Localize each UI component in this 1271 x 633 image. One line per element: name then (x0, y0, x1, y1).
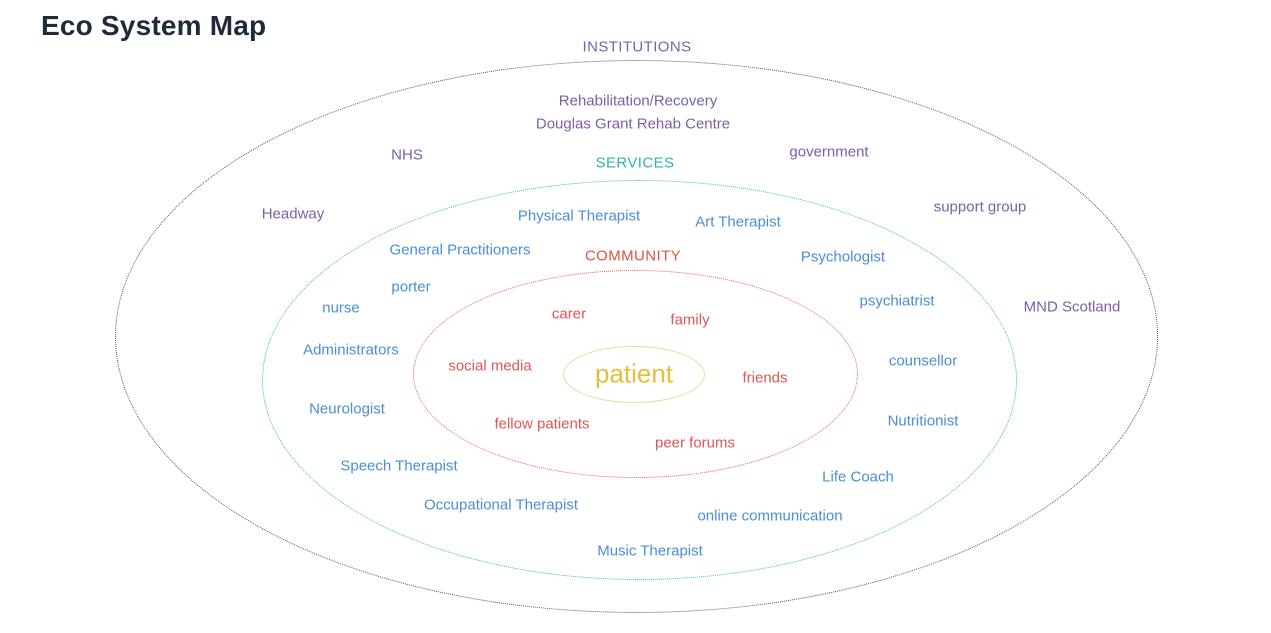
node-online-communication: online communication (697, 507, 843, 525)
node-support-group: support group (933, 198, 1027, 216)
node-nhs: NHS (391, 146, 423, 164)
node-music-therapist: Music Therapist (597, 542, 703, 560)
node-douglas-grant-rehab-centre: Douglas Grant Rehab Centre (535, 115, 731, 133)
node-psychiatrist: psychiatrist (859, 292, 935, 310)
node-friends: friends (742, 369, 788, 387)
node-nurse: nurse (322, 299, 360, 317)
node-family: family (670, 311, 710, 329)
node-occupational-therapist: Occupational Therapist (424, 496, 578, 514)
node-peer-forums: peer forums (654, 434, 736, 452)
patient-ellipse (563, 346, 705, 403)
node-carer: carer (551, 305, 587, 323)
page-title: Eco System Map (41, 10, 267, 41)
ring-label-institutions: INSTITUTIONS (582, 38, 692, 56)
ring-label-services: SERVICES (595, 154, 675, 172)
node-general-practitioners: General Practitioners (389, 241, 531, 259)
ring-label-community: COMMUNITY (584, 247, 682, 265)
node-counsellor: counsellor (888, 352, 958, 370)
node-porter: porter (391, 278, 431, 296)
institutions-ring-ellipse (115, 60, 1158, 613)
node-life-coach: Life Coach (822, 468, 894, 486)
node-social-media: social media (448, 357, 532, 375)
community-ring-ellipse (413, 270, 858, 478)
node-speech-therapist: Speech Therapist (340, 457, 458, 475)
services-ring-ellipse (262, 180, 1017, 580)
node-psychologist: Psychologist (800, 248, 886, 266)
node-rehabilitation-recovery: Rehabilitation/Recovery (558, 92, 718, 110)
node-administrators: Administrators (303, 341, 399, 359)
node-government: government (789, 143, 869, 161)
node-art-therapist: Art Therapist (695, 213, 781, 231)
node-patient: patient (594, 358, 674, 389)
node-neurologist: Neurologist (309, 400, 385, 418)
node-physical-therapist: Physical Therapist (517, 207, 641, 225)
node-mnd-scotland: MND Scotland (1023, 298, 1121, 316)
node-nutritionist: Nutritionist (887, 412, 959, 430)
node-headway: Headway (261, 205, 325, 223)
node-fellow-patients: fellow patients (494, 415, 590, 433)
